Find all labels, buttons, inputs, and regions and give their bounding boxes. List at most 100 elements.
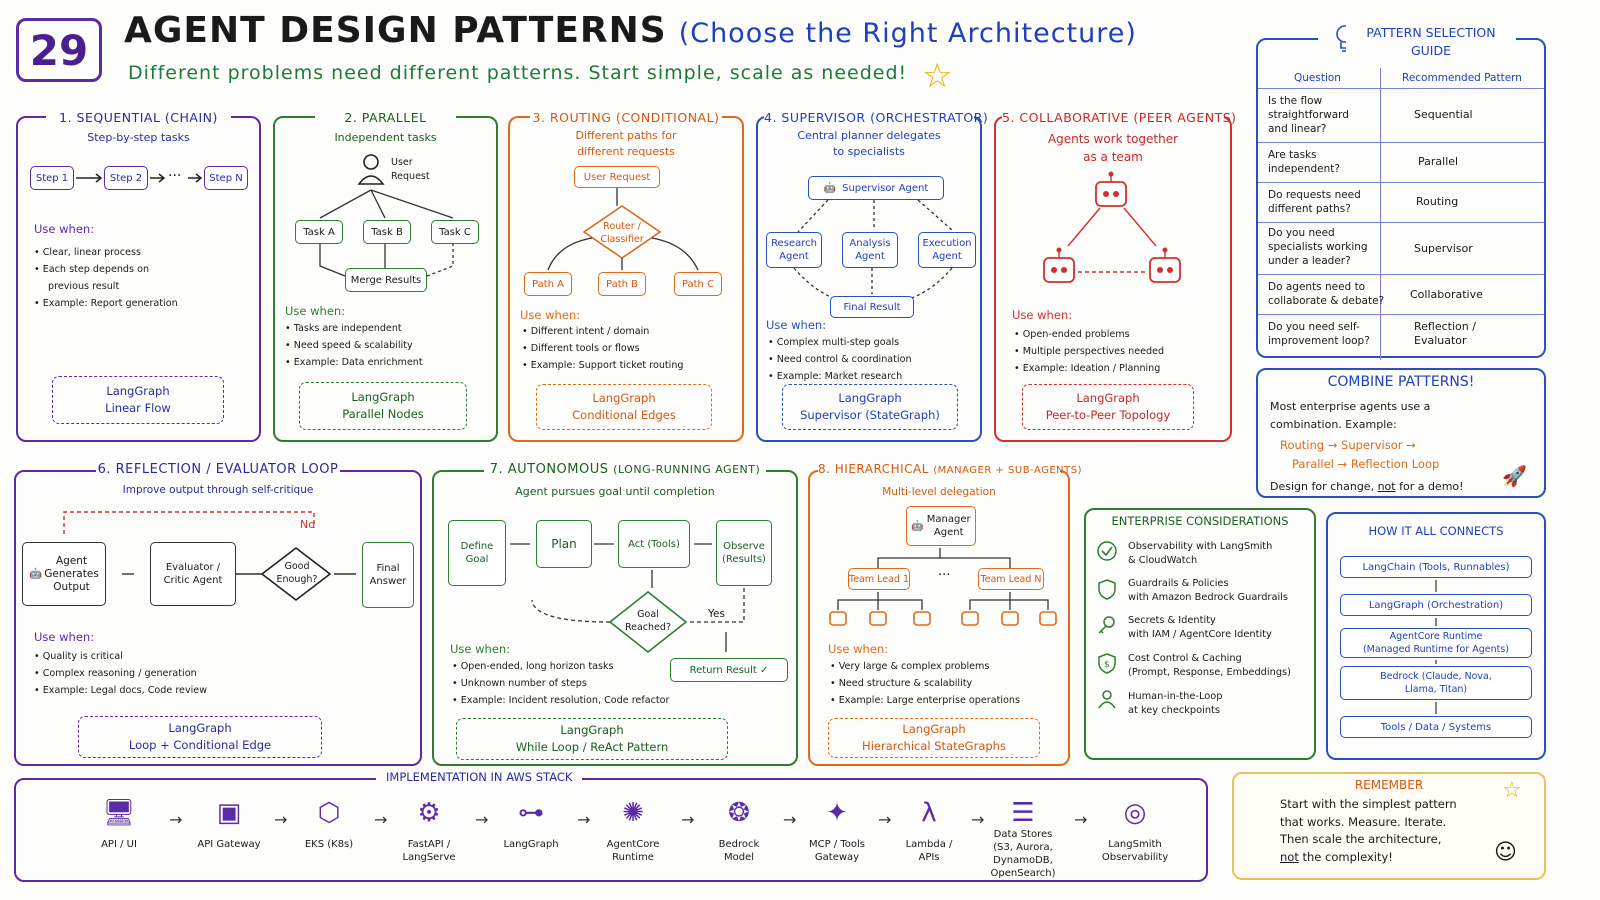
aws-item-label: FastAPI / LangServe [402, 839, 456, 863]
step-1-node: Step 1 [30, 166, 74, 190]
agentcore-icon: ✺ [622, 798, 644, 828]
flow-arrow: → [374, 810, 388, 829]
use-when-label: Use when: [520, 308, 581, 322]
user-request-node: User Request [574, 166, 660, 188]
use-when-label: Use when: [285, 304, 346, 318]
combine-flow: Routing → Supervisor →Parallel → Reflect… [1280, 438, 1440, 471]
flow-arrow: → [878, 810, 892, 829]
guide-a4: Supervisor [1414, 242, 1473, 255]
connects-title: HOW IT ALL CONNECTS [1368, 524, 1504, 538]
guide-q5: Do agents need to collaborate & debate? [1268, 281, 1385, 307]
combine-patterns-box: COMBINE PATTERNS! Most enterprise agents… [1256, 368, 1546, 498]
robot-icon: 🤖 [29, 567, 43, 580]
yes-label: Yes [708, 608, 725, 620]
how-it-connects: HOW IT ALL CONNECTS LangChain (Tools, Ru… [1326, 512, 1546, 760]
panel-autonomous: 7. AUTONOMOUS (LONG-RUNNING AGENT) Agent… [432, 462, 798, 766]
monitor-icon: 🖥 [102, 798, 136, 828]
remember-title: REMEMBER [1354, 778, 1424, 792]
define-goal-node: Define Goal [448, 520, 506, 586]
task-a-node: Task A [295, 220, 343, 244]
panel-sequential: 1. SEQUENTIAL (CHAIN) Step-by-step tasks… [16, 110, 261, 442]
panel-subtitle: Step-by-step tasks [87, 131, 190, 144]
langchain-layer: LangChain (Tools, Runnables) [1340, 556, 1532, 578]
aws-item-label: EKS (K8s) [304, 839, 354, 850]
panel-title: 2. PARALLEL [315, 110, 456, 125]
return-result-node: Return Result ✓ [670, 658, 788, 682]
page-subtitle: (Choose the Right Architecture) [678, 18, 1137, 49]
guide-a3: Routing [1416, 195, 1459, 208]
router-classifier-node: Router / Classifier [600, 221, 644, 245]
bedrock-icon: ❂ [728, 798, 750, 828]
panel-title: 4. SUPERVISOR (ORCHESTRATOR) [764, 110, 989, 125]
plan-node: Plan [536, 520, 592, 568]
no-label: No [300, 518, 315, 531]
panel-supervisor: 4. SUPERVISOR (ORCHESTRATOR) Central pla… [756, 110, 988, 442]
act-tools-node: Act (Tools) [618, 520, 690, 568]
panel-title: 8. HIERARCHICAL (MANAGER + SUB-AGENTS) [818, 462, 1083, 476]
use-when-label: Use when: [828, 642, 889, 656]
team-lead-n-node: Team Lead N [978, 568, 1044, 590]
guide-q1: Is the flow straightforward and linear? [1268, 95, 1349, 135]
analysis-agent-node: Analysis Agent [842, 232, 898, 268]
col-question: Question [1294, 72, 1341, 84]
flow-arrow: → [577, 810, 591, 829]
svg-text:$: $ [1104, 660, 1110, 670]
check-circle-icon [1096, 540, 1118, 562]
panel-subtitle: Agent pursues goal until completion [515, 485, 715, 498]
merge-results-node: Merge Results [345, 268, 427, 292]
use-when-list: Open-ended problemsMultiple perspectives… [1014, 326, 1164, 377]
guide-a6: Reflection / Evaluator [1414, 320, 1476, 347]
path-a-node: Path A [524, 272, 572, 296]
aws-stack-panel: IMPLEMENTATION IN AWS STACK 🖥API / UI→▣A… [14, 770, 1210, 884]
task-c-node: Task C [431, 220, 479, 244]
panel-subtitle: Multi-level delegation [882, 486, 996, 498]
person-icon [1096, 688, 1118, 710]
panel-title: 7. AUTONOMOUS (LONG-RUNNING AGENT) [484, 462, 766, 477]
observe-node: Observe (Results) [716, 520, 772, 586]
star-icon: ☆ [922, 56, 953, 96]
final-result-node: Final Result [830, 296, 914, 318]
task-b-node: Task B [363, 220, 411, 244]
ellipsis: ··· [938, 568, 951, 583]
execution-agent-node: Execution Agent [918, 232, 976, 268]
aws-item-label: API Gateway [197, 839, 261, 850]
use-when-label: Use when: [34, 222, 95, 236]
agentcore-layer: AgentCore Runtime (Managed Runtime for A… [1340, 628, 1532, 658]
step-n-node: Step N [204, 166, 248, 190]
aws-item-label: Bedrock Model [718, 839, 760, 863]
team-lead-1-node: Team Lead 1 [848, 568, 910, 590]
remember-box: REMEMBER Start with the simplest pattern… [1232, 772, 1546, 880]
enterprise-title: ENTERPRISE CONSIDERATIONS [1111, 514, 1289, 528]
tagline: Different problems need different patter… [128, 62, 908, 84]
robot-icon: 🤖 [911, 520, 924, 532]
use-when-list: Open-ended, long horizon tasksUnknown nu… [452, 658, 670, 709]
tools-data-layer: Tools / Data / Systems [1340, 716, 1532, 738]
aws-item-label: LangSmith Observability [1101, 839, 1169, 863]
guide-q3: Do requests need different paths? [1268, 189, 1361, 215]
guide-a5: Collaborative [1410, 288, 1483, 301]
aws-item-label: API / UI [101, 839, 137, 850]
aws-item-label: MCP / Tools Gateway [808, 839, 865, 863]
path-c-node: Path C [674, 272, 722, 296]
aws-item-label: Lambda / APIs [905, 839, 953, 863]
final-answer-node: Final Answer [362, 542, 414, 608]
enterprise-item: Observability with LangSmith& CloudWatch [1128, 541, 1273, 566]
use-when-label: Use when: [34, 630, 95, 644]
robot-icon: 🤖 [823, 182, 837, 194]
use-when-list: Clear, linear processEach step depends o… [34, 244, 178, 312]
use-when-list: Different intent / domainDifferent tools… [522, 323, 684, 374]
fastapi-icon: ⚙ [417, 798, 441, 828]
enterprise-item: Cost Control & Caching(Prompt, Response,… [1128, 653, 1291, 678]
manager-agent-node: 🤖Manager Agent [906, 506, 976, 546]
aws-title: IMPLEMENTATION IN AWS STACK [376, 770, 583, 784]
flow-arrow: → [169, 810, 183, 829]
aws-stack-row: 🖥API / UI→▣API Gateway→⬡EKS (K8s)→⚙FastA… [16, 780, 1210, 884]
use-when-list: Very large & complex problemsNeed struct… [830, 658, 1020, 709]
